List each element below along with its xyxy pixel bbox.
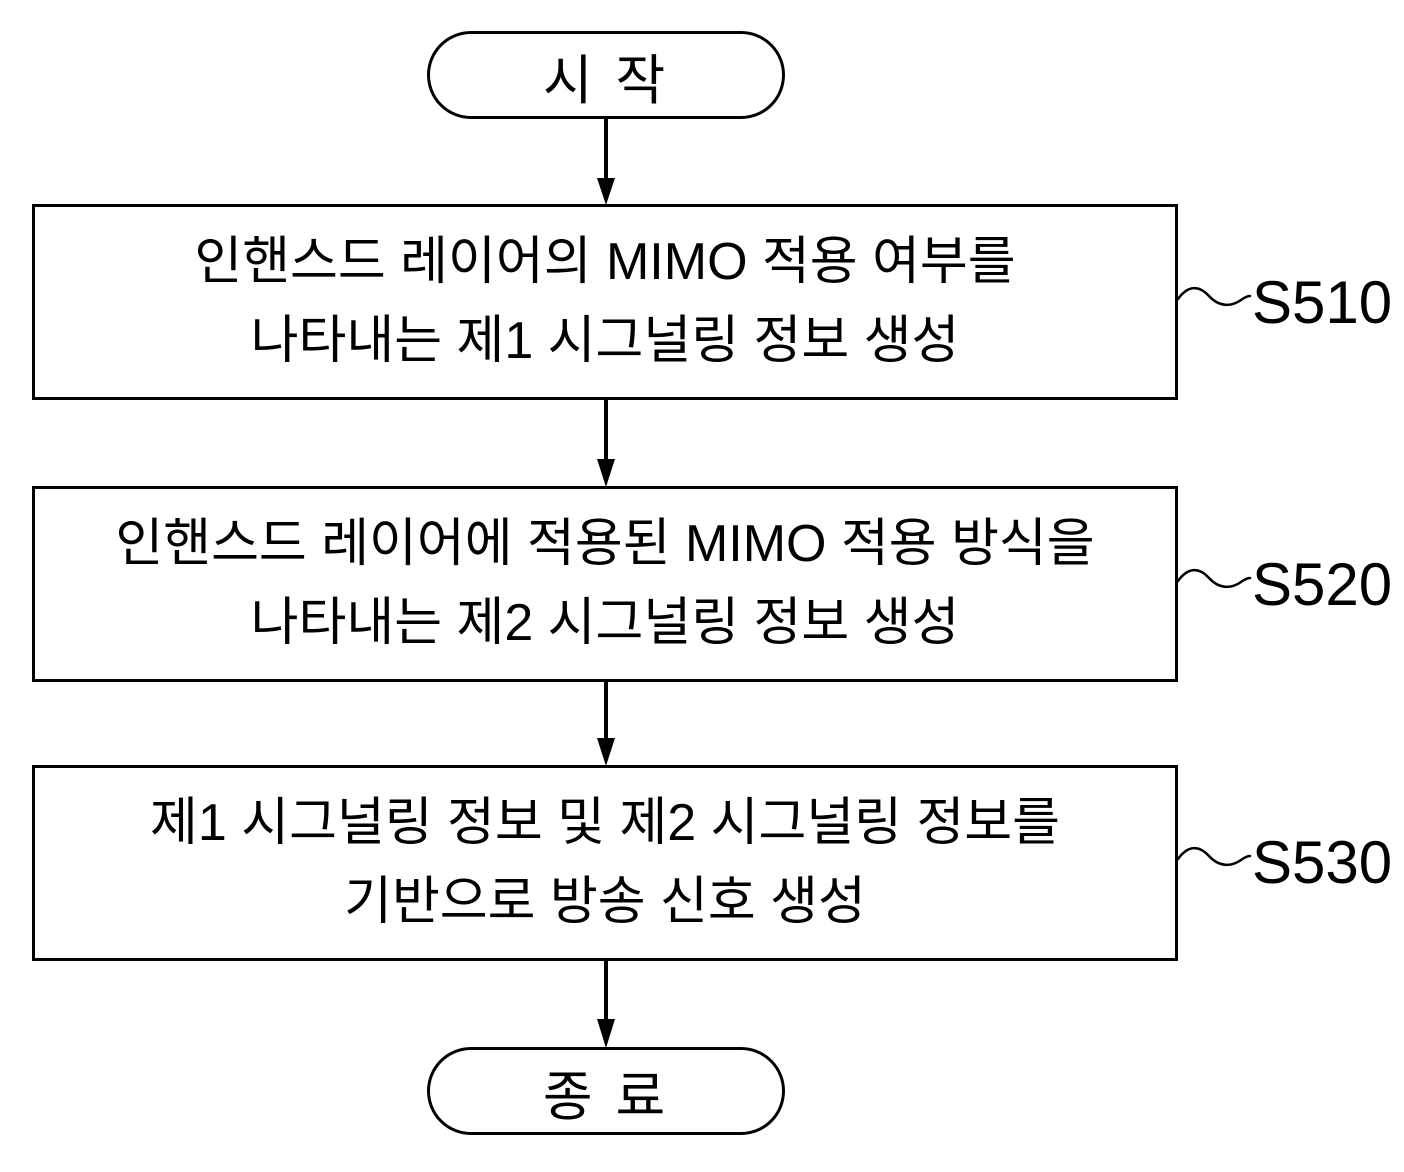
start-terminal-label: 시 작 xyxy=(542,50,670,111)
step-label-s510-text: S510 xyxy=(1252,268,1393,336)
end-terminal-label: 종 료 xyxy=(542,1066,670,1127)
arrow-step2-to-step3 xyxy=(597,680,615,766)
step-label-s530: S530 xyxy=(1252,827,1402,897)
end-terminal: 종 료 xyxy=(427,1047,785,1135)
arrow-step1-to-step2 xyxy=(597,398,615,487)
step-label-s520-text: S520 xyxy=(1252,550,1393,618)
step-box-s510: 인핸스드 레이어의 MIMO 적용 여부를 나타내는 제1 시그널링 정보 생성 xyxy=(32,204,1178,400)
step-box-s520: 인핸스드 레이어에 적용된 MIMO 적용 방식을 나타내는 제2 시그널링 정… xyxy=(32,486,1178,682)
step-s530-text-line1: 제1 시그널링 정보 및 제2 시그널링 정보를 xyxy=(150,794,1060,852)
step-label-s510: S510 xyxy=(1252,267,1402,337)
step-s530-text-line2: 기반으로 방송 신호 생성 xyxy=(344,873,866,931)
step-s510-text-line1: 인핸스드 레이어의 MIMO 적용 여부를 xyxy=(194,233,1016,291)
squiggle-connector-s510 xyxy=(1176,286,1252,306)
squiggle-connector-s520 xyxy=(1176,568,1252,588)
step-label-s520: S520 xyxy=(1252,549,1402,619)
step-s520-text-line1: 인핸스드 레이어에 적용된 MIMO 적용 방식을 xyxy=(115,515,1095,573)
start-terminal: 시 작 xyxy=(427,31,785,119)
squiggle-connector-s530 xyxy=(1176,846,1252,866)
arrow-step3-to-end xyxy=(597,959,615,1048)
step-s520-text-line2: 나타내는 제2 시그널링 정보 생성 xyxy=(250,594,960,652)
step-box-s530: 제1 시그널링 정보 및 제2 시그널링 정보를 기반으로 방송 신호 생성 xyxy=(32,765,1178,961)
step-s510-text-line2: 나타내는 제1 시그널링 정보 생성 xyxy=(250,312,960,370)
step-label-s530-text: S530 xyxy=(1252,828,1393,896)
arrow-start-to-step1 xyxy=(597,118,615,205)
